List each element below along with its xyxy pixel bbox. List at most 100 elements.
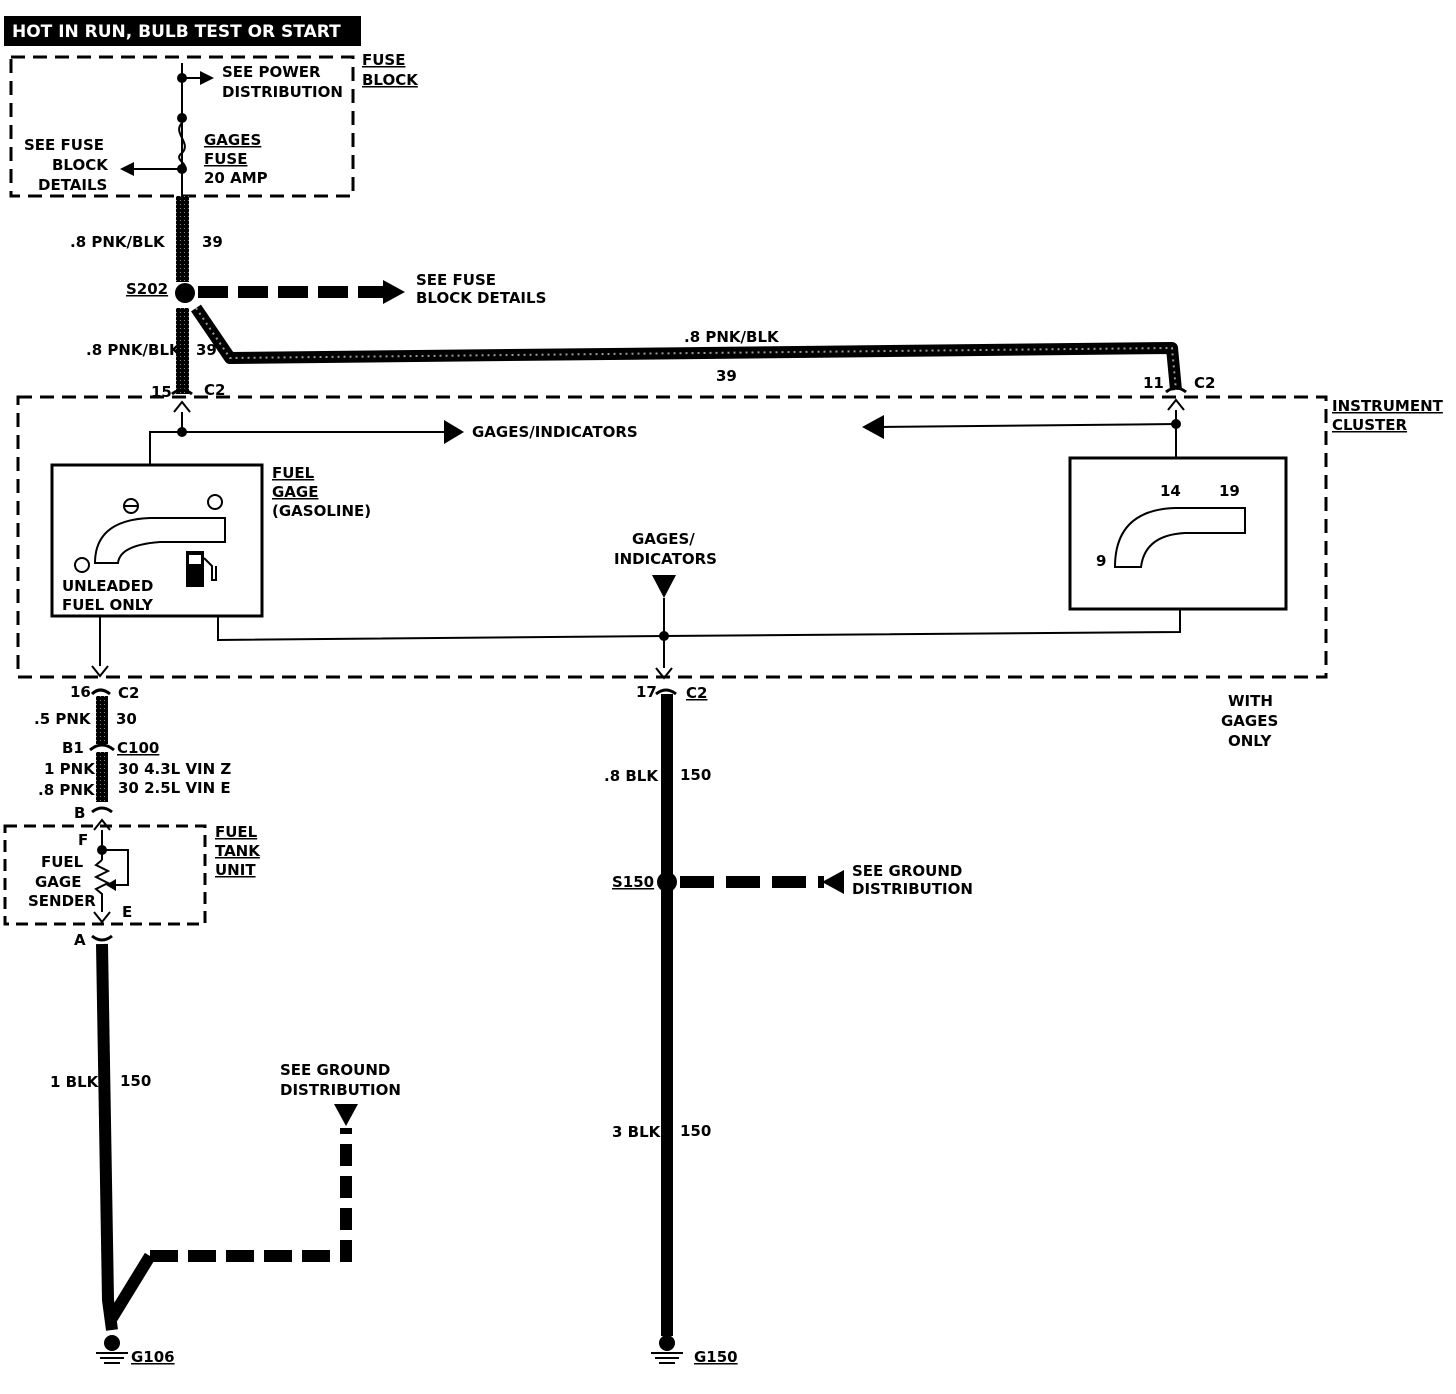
c2-pin15-connector-icon <box>171 388 193 396</box>
c2-pin11-arrow-icon <box>1167 398 1185 411</box>
c2-name-a: C2 <box>204 381 225 399</box>
g106-label: G106 <box>131 1348 175 1366</box>
fuel-tank-unit-label-2: TANK <box>215 842 261 860</box>
cluster-bus-left <box>149 431 448 465</box>
c100-circuit-a: 30 4.3L VIN Z <box>118 760 231 778</box>
fuel-gage-face-text: UNLEADED <box>62 577 153 595</box>
right-gage-scale-14: 14 <box>1160 482 1181 500</box>
ground-low-color: 3 BLK <box>612 1123 662 1141</box>
sender-resistor-icon <box>93 859 111 912</box>
c2-pin17-arrow-icon <box>655 667 673 680</box>
sender-ground-circuit: 150 <box>120 1072 151 1090</box>
sender-label: FUEL <box>41 853 84 871</box>
s202-ref-text-2: BLOCK DETAILS <box>416 289 546 307</box>
fuse-name: GAGES <box>204 131 261 149</box>
fuse-details-arrow-icon <box>120 162 134 176</box>
sender-label-2: GAGE <box>35 873 81 891</box>
sender-feed-color: .5 PNK <box>34 710 92 728</box>
c100-pin-label: B1 <box>62 739 84 757</box>
c2-pin17-label: 17 <box>636 683 657 701</box>
c2-pin17-connector-icon <box>655 688 677 696</box>
fuel-gage-scale-icon <box>93 517 226 564</box>
cluster-ground-bus <box>217 609 1181 642</box>
fuel-tank-unit-box <box>3 824 207 926</box>
right-gage-scale-icon <box>1113 507 1246 568</box>
fuse-name-2: FUSE <box>204 150 247 168</box>
cluster-bus-right-arrow-icon <box>862 415 884 439</box>
c100-circuit-b: 30 2.5L VIN E <box>118 779 231 797</box>
gages-ground-ref-text-2: INDICATORS <box>614 550 717 568</box>
page-title: HOT IN RUN, BULB TEST OR START <box>12 22 341 42</box>
s150-ref-text-2: DISTRIBUTION <box>852 880 973 898</box>
fuel-tank-unit-label: FUEL <box>215 823 258 841</box>
fuse-node-top <box>177 113 187 123</box>
sender-ground-arrow-icon <box>93 911 111 924</box>
sender-pin-a-connector-icon <box>91 934 113 942</box>
fuel-tank-unit-label-3: UNIT <box>215 861 256 879</box>
fuse-details-text-2: BLOCK <box>52 156 109 174</box>
sender-pin-b-connector-icon <box>91 806 113 814</box>
ground-low-circuit: 150 <box>680 1122 711 1140</box>
g150-label: G150 <box>694 1348 738 1366</box>
g106-ref-diagonal <box>106 1252 156 1322</box>
fuse-block-label: FUSE <box>362 51 405 69</box>
gages-ground-ref-arrow-icon <box>652 575 676 598</box>
option-note-3: ONLY <box>1228 732 1273 750</box>
fuse-details-text-3: DETAILS <box>38 176 107 194</box>
c2-pin15-arrow-icon <box>173 400 191 413</box>
s150-ref-arrow-icon <box>822 870 844 894</box>
g106-ref-text-2: DISTRIBUTION <box>280 1081 401 1099</box>
right-gage-scale-19: 19 <box>1219 482 1240 500</box>
fuse-rating: 20 AMP <box>204 169 268 187</box>
c2-pin16-arrow-icon <box>91 665 109 678</box>
c100-color-b: .8 PNK <box>38 781 96 799</box>
g106-ref-text: SEE GROUND <box>280 1061 390 1079</box>
c2-name-c: C2 <box>118 684 139 702</box>
gages-indicators-label: GAGES/INDICATORS <box>472 423 638 441</box>
feed-lower-color: .8 PNK/BLK <box>86 341 182 359</box>
sender-pin-e-label: E <box>122 903 132 921</box>
power-ref-text-2: DISTRIBUTION <box>222 83 343 101</box>
s202-ref-arrow-icon <box>383 280 405 304</box>
fuel-gage-label: FUEL <box>272 464 315 482</box>
c2-pin11-label: 11 <box>1143 374 1164 392</box>
sender-label-3: SENDER <box>28 892 96 910</box>
power-ref-text: SEE POWER <box>222 63 321 81</box>
feed-wire-upper <box>176 196 189 282</box>
fuel-gage-box <box>50 463 264 618</box>
cluster-bus-right <box>879 423 1177 428</box>
fuse-block-label-2: BLOCK <box>362 71 419 89</box>
sender-pin-a-label: A <box>74 931 86 949</box>
c2-pin16-connector-icon <box>90 688 111 696</box>
fuse-details-text: SEE FUSE <box>24 136 104 154</box>
c100-wire <box>96 752 108 802</box>
splice-s150 <box>657 872 677 892</box>
power-ref-arrow-icon <box>200 71 214 85</box>
sender-feed-wire <box>96 696 108 744</box>
c2-pin11-connector-icon <box>1165 386 1187 394</box>
sender-ground-wire <box>96 943 118 1331</box>
instrument-cluster-label-2: CLUSTER <box>1332 416 1407 434</box>
gages-indicators-arrow-icon <box>444 420 464 444</box>
fuel-pump-icon <box>186 551 217 587</box>
g106-ref-arrow-icon <box>334 1104 358 1126</box>
feed-lower-circuit: 39 <box>196 341 217 359</box>
splice-s202-label: S202 <box>126 280 168 298</box>
sender-pin-f-label: F <box>78 831 88 849</box>
fuel-gage-label-3: (GASOLINE) <box>272 502 371 520</box>
sender-pin-b-label: B <box>74 804 85 822</box>
splice-s150-label: S150 <box>612 873 654 891</box>
c100-name: C100 <box>117 739 159 757</box>
branch-wire-highlight <box>195 307 1177 391</box>
option-note: WITH <box>1228 692 1273 710</box>
sender-ground-color: 1 BLK <box>50 1073 100 1091</box>
feed-wire-lower <box>176 308 189 394</box>
sender-wiper-loop <box>102 849 129 886</box>
g150-ground-icon <box>651 1352 683 1364</box>
g150-node <box>659 1335 675 1351</box>
sender-wiper-arrow-icon <box>106 879 116 891</box>
s150-ref-text: SEE GROUND <box>852 862 962 880</box>
fuel-gage-label-2: GAGE <box>272 483 318 501</box>
feed-upper-circuit: 39 <box>202 233 223 251</box>
